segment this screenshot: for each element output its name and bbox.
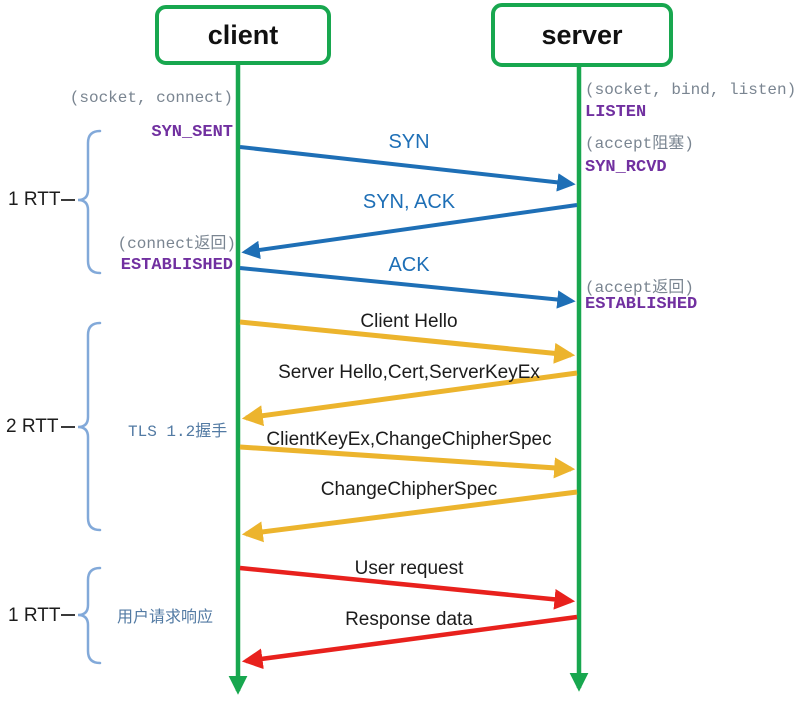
message-label-ack: ACK (388, 254, 430, 276)
server-actor-box: server (491, 3, 673, 67)
server-syn-rcvd-state: SYN_RCVD (585, 158, 667, 177)
phase-3-rtt-label: 1 RTT (8, 605, 61, 626)
brace-phase-2 (77, 321, 102, 532)
server-socket-bind-listen-label: (socket, bind, listen) (585, 81, 797, 99)
phase-2-rtt-label: 2 RTT (6, 416, 59, 437)
arrow-user-request (239, 565, 576, 610)
message-label-server-hello: Server Hello,Cert,ServerKeyEx (278, 362, 540, 383)
client-established-state: ESTABLISHED (120, 256, 233, 275)
server-accept-return-label: (accept返回) (585, 279, 694, 297)
message-label-syn-ack: SYN, ACK (362, 191, 456, 213)
arrow-server-hello (241, 370, 578, 427)
client-connect-return-label: (connect返回) (117, 235, 236, 253)
brace-phase-1 (77, 129, 102, 275)
arrow-change-cipher (241, 489, 578, 543)
arrow-ack (239, 266, 576, 309)
arrow-response-data (241, 614, 578, 670)
server-actor-label: server (541, 19, 623, 50)
client-actor-label: client (207, 19, 279, 50)
server-established-state: ESTABLISHED (585, 295, 698, 314)
tls-handshake-note: TLS 1.2握手 (128, 423, 228, 441)
arrow-client-hello (239, 319, 576, 364)
client-socket-connect-label: (socket, connect) (69, 89, 233, 107)
user-request-response-note: 用户请求响应 (117, 609, 214, 627)
server-listen-state: LISTEN (585, 103, 647, 122)
server-accept-block-label: (accept阻塞) (585, 135, 694, 153)
phase-1-rtt-label: 1 RTT (8, 189, 61, 210)
brace-phase-3 (77, 566, 102, 665)
client-actor-box: client (155, 5, 331, 65)
message-label-user-request: User request (354, 558, 464, 579)
client-syn-sent-state: SYN_SENT (151, 123, 233, 142)
message-label-syn: SYN (388, 131, 430, 153)
message-label-change-cipher: ChangeChipherSpec (320, 479, 498, 500)
message-label-client-hello: Client Hello (360, 311, 458, 332)
arrow-syn-ack (241, 203, 578, 260)
message-label-response-data: Response data (345, 609, 473, 630)
message-label-client-keyex: ClientKeyEx,ChangeChipherSpec (266, 429, 552, 450)
arrow-client-keyex (239, 444, 576, 479)
arrow-syn (239, 145, 576, 192)
